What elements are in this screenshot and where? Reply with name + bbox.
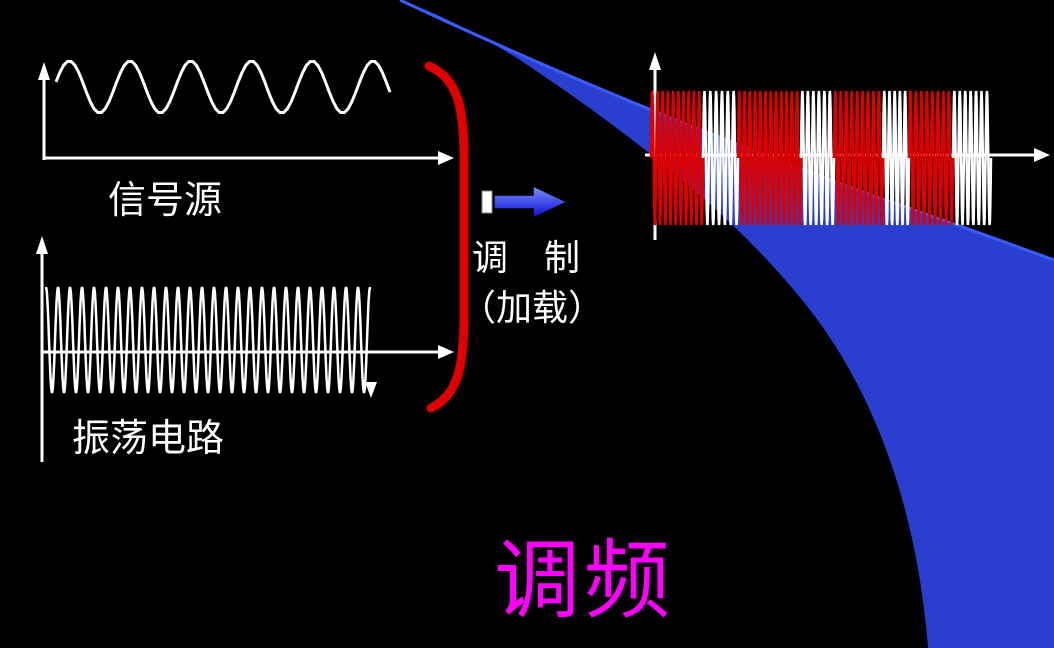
fm-wave-segment	[701, 90, 740, 226]
fm-wave-segment	[799, 90, 836, 226]
fm-wave-segment	[881, 90, 911, 226]
signal-source-label: 信号源	[108, 180, 223, 222]
fm-waveform	[649, 90, 993, 226]
signal-waveform	[54, 60, 392, 114]
modulation-label: 调 制	[472, 238, 581, 278]
oscillator-label: 振荡电路	[72, 418, 225, 460]
axis-arrowhead	[438, 345, 454, 359]
fm-wave-segment	[832, 90, 885, 226]
fm-wave-segment	[736, 90, 803, 226]
axis-arrowhead	[38, 62, 50, 80]
axis-arrowhead	[36, 236, 48, 254]
carrier-end-arrowhead	[365, 382, 377, 398]
axis-arrowhead	[1034, 148, 1050, 162]
carrier-waveform	[44, 286, 372, 394]
fm-wave-segment	[951, 90, 993, 226]
loading-label: （加载）	[460, 288, 605, 328]
slide-title: 调频	[494, 533, 674, 629]
fm-wave-segment	[907, 90, 955, 226]
swoosh-shape	[400, 0, 1054, 648]
arrow-shape	[493, 184, 569, 220]
arrow-tail-block	[481, 190, 493, 214]
grouping-brace	[424, 61, 469, 413]
modulation-arrow-icon	[481, 184, 569, 220]
axis-arrowhead	[438, 151, 454, 165]
fm-wave-segment	[649, 90, 705, 226]
axis-arrowhead	[649, 52, 661, 70]
